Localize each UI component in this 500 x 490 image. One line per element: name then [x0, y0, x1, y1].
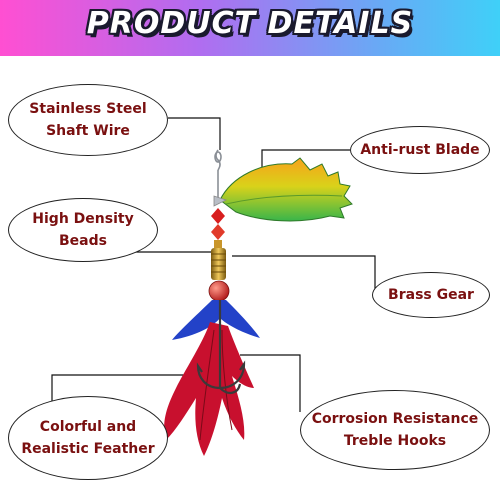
- blade: [213, 157, 353, 222]
- callout-hooks: Corrosion Resistance Treble Hooks: [300, 390, 490, 470]
- callout-feather: Colorful and Realistic Feather: [8, 396, 168, 480]
- callout-feather-label: Colorful and Realistic Feather: [21, 419, 155, 457]
- leader-gear: [232, 255, 376, 295]
- page-title: PRODUCT DETAILS: [86, 6, 414, 41]
- callout-hooks-label: Corrosion Resistance Treble Hooks: [311, 411, 479, 449]
- callout-beads-label: High Density Beads: [32, 211, 134, 249]
- leader-hooks: [240, 354, 301, 412]
- callout-shaft-wire: Stainless Steel Shaft Wire: [8, 84, 168, 156]
- callout-beads: High Density Beads: [8, 198, 158, 262]
- callout-blade-label: Anti-rust Blade: [360, 142, 480, 158]
- callout-blade: Anti-rust Blade: [350, 126, 490, 174]
- treble-hooks: [196, 300, 246, 394]
- feather: [164, 300, 260, 456]
- title-banner: PRODUCT DETAILS: [0, 0, 500, 56]
- callout-gear: Brass Gear: [372, 272, 490, 318]
- leader-feather: [51, 374, 195, 410]
- brass-gear: [208, 248, 230, 302]
- callout-shaft-wire-label: Stainless Steel Shaft Wire: [29, 101, 147, 139]
- beads: [211, 208, 225, 248]
- callout-gear-label: Brass Gear: [388, 287, 474, 303]
- leader-shaft-wire: [168, 117, 221, 150]
- shaft-wire: [214, 149, 222, 200]
